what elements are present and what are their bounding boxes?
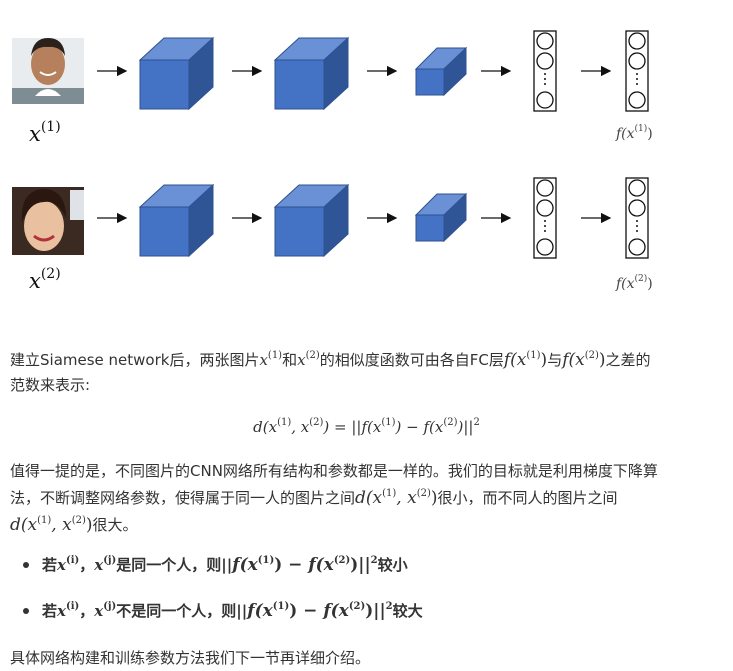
fc-layer-1b — [625, 30, 649, 112]
face-photo-1 — [12, 38, 84, 104]
conv-cube-1b — [273, 36, 350, 111]
fc-layer-2b — [625, 177, 649, 259]
explanation-paragraph: 值得一提的是，不同图片的CNN网络所有结构和参数都是一样的。我们的目标就是利用梯… — [10, 458, 725, 539]
explanation-line-3: d(x(1), x(2))很大。 — [10, 515, 138, 535]
intro-line-1: 建立Siamese network后，两张图片x(1)和x(2)的相似度函数可由… — [10, 350, 651, 370]
explanation-line-1: 值得一提的是，不同图片的CNN网络所有结构和参数都是一样的。我们的目标就是利用梯… — [10, 462, 658, 480]
condition-list: 若x(i)，x(j)是同一个人，则||f(x(1)) − f(x(2))||2较… — [20, 550, 423, 642]
conv-cube-2a — [138, 183, 215, 258]
input-label-2: x(2) — [29, 266, 61, 293]
list-item: 若x(i)，x(j)是同一个人，则||f(x(1)) − f(x(2))||2较… — [20, 550, 423, 596]
conv-cube-1c — [414, 46, 468, 97]
distance-equation: d(x(1), x(2)) = ||f(x(1)) − f(x(2))||2 — [253, 417, 480, 437]
intro-paragraph: 建立Siamese network后，两张图片x(1)和x(2)的相似度函数可由… — [10, 348, 725, 398]
list-item: 若x(i)，x(j)不是同一个人，则||f(x(1)) − f(x(2))||2… — [20, 596, 423, 642]
conv-cube-2c — [414, 192, 468, 243]
output-label-2: f(x(2)) — [615, 273, 653, 292]
siamese-network-figure: x(1) f(x(1)) x(2) f — [12, 30, 653, 293]
conv-cube-2b — [273, 183, 350, 258]
fc-layer-1a — [533, 30, 557, 112]
closing-paragraph: 具体网络构建和训练参数方法我们下一节再详细介绍。 — [10, 649, 371, 667]
conv-cube-1a — [138, 36, 215, 111]
face-photo-2 — [12, 187, 84, 255]
explanation-line-2: 法，不断调整网络参数，使得属于同一人的图片之间d(x(1), x(2))很小，而… — [10, 488, 618, 508]
input-label-1: x(1) — [29, 119, 61, 146]
output-label-1: f(x(1)) — [615, 123, 653, 142]
fc-layer-2a — [533, 177, 557, 259]
intro-line-2: 范数来表示: — [10, 376, 91, 394]
